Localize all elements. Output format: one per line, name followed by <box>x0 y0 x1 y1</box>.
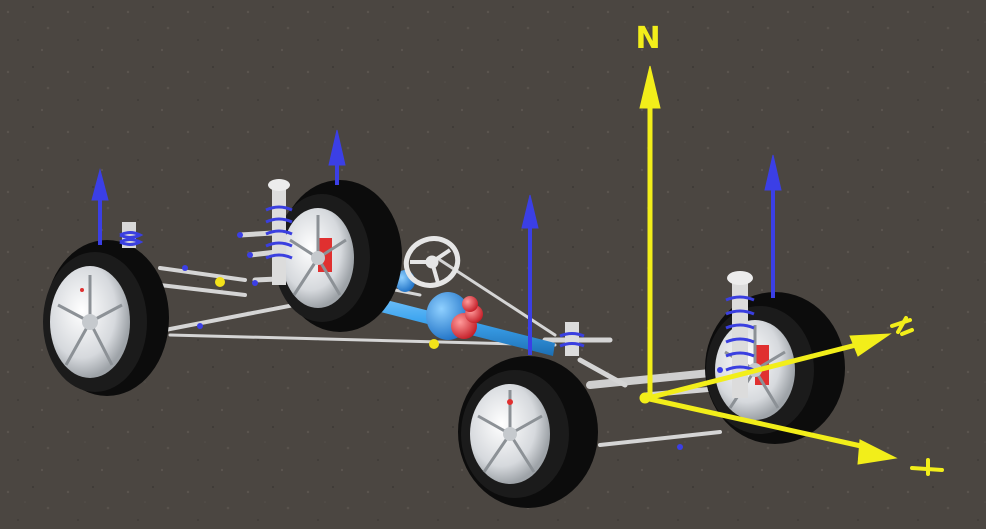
spring-front-left <box>265 179 293 285</box>
spring-rear-right <box>725 271 755 398</box>
spring-front-right <box>559 322 585 356</box>
coordinate-axes <box>639 65 898 465</box>
spring-rear-left <box>119 222 144 248</box>
axis-tip-glyphs <box>890 316 944 476</box>
cg-marker <box>429 339 439 349</box>
axis-label-n: N <box>635 21 660 56</box>
wheel-front-right <box>458 356 598 508</box>
cg-marker <box>215 277 225 287</box>
link-joints <box>182 232 723 450</box>
wheel-rear-left <box>43 240 169 396</box>
wheel-front-left <box>274 180 402 332</box>
differential <box>426 292 483 340</box>
force-arrows <box>91 129 782 355</box>
steering-wheel <box>403 236 461 288</box>
